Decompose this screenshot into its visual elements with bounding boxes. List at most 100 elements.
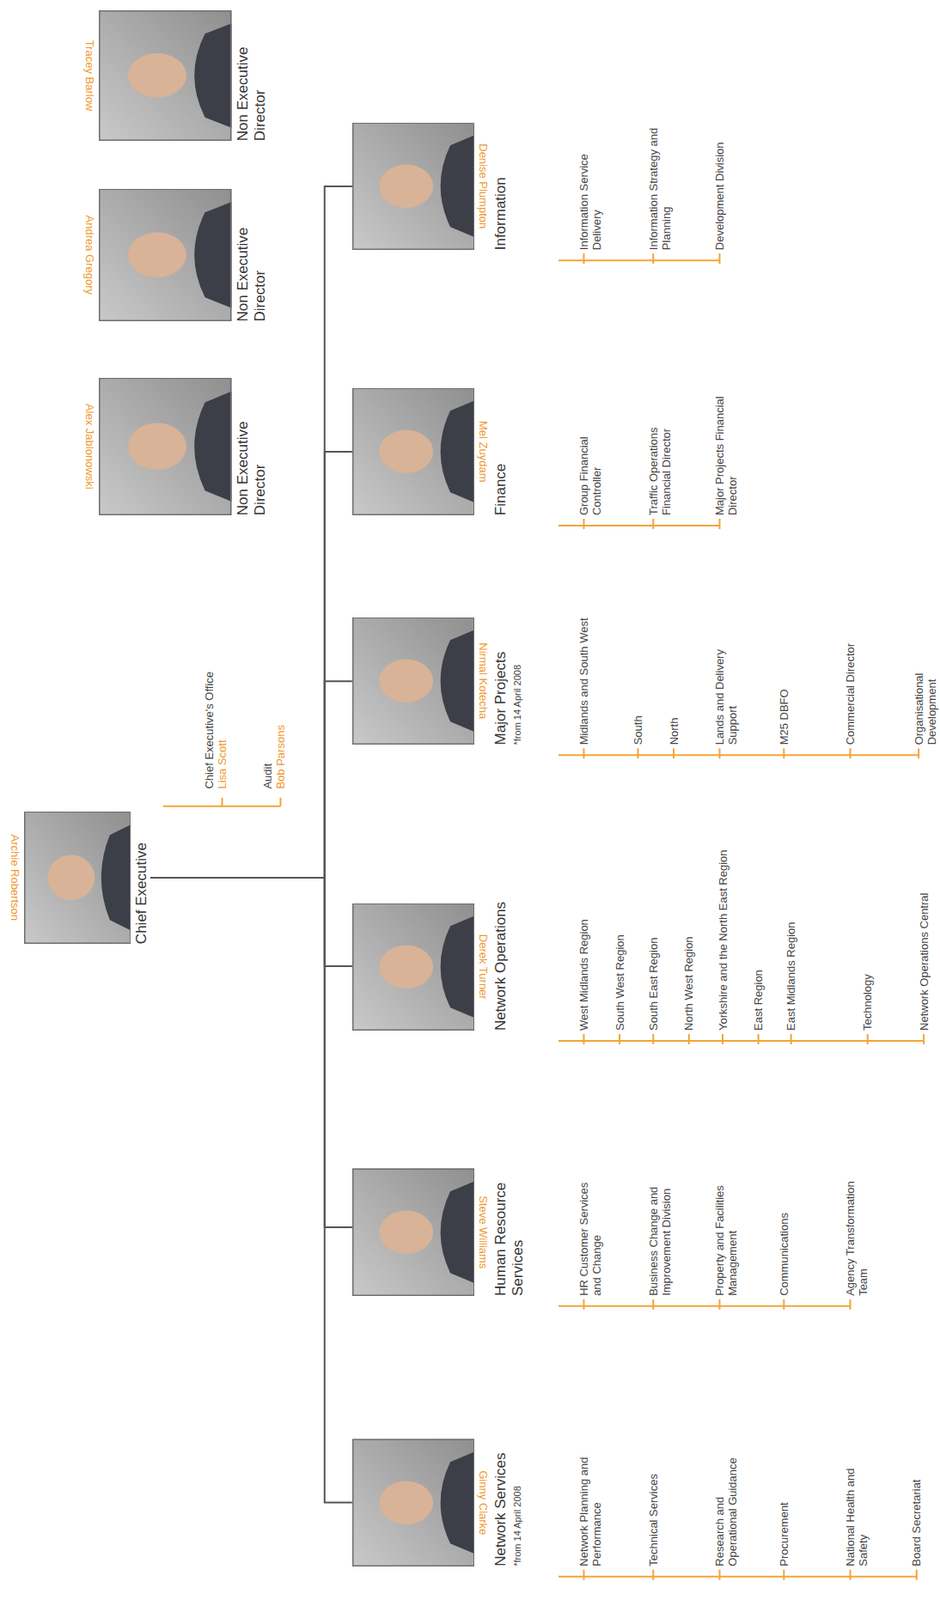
role-title: Information [492,177,510,251]
unit-name: Communications [777,1167,791,1297]
person-box: Ginny ClarkeNetwork Services*from 14 Apr… [352,1439,525,1568]
portrait-image [98,378,232,516]
reporting-line [150,878,353,967]
unit-name: National Health and Safety [843,1438,870,1568]
unit-name: Business Change and Improvement Division [647,1167,673,1297]
person-name: Denise Plumpton [476,122,490,251]
unit-name: HR Customer Services and Change [577,1167,604,1297]
portrait-photo [98,10,232,141]
unit-name: Major Projects Financial Director [713,386,739,516]
role-title: Human Resource Services [492,1159,527,1297]
comb-tick [582,1570,585,1581]
comb-tick [782,748,785,759]
comb-line [558,1040,924,1043]
comb-line [558,524,720,527]
person-box: Steve WilliamsHuman Resource Services [352,1159,528,1297]
comb-tick [582,253,585,264]
comb-tick [652,518,654,530]
portrait-photo [98,189,232,322]
person-name: Lisa Scott [215,739,229,789]
role-title: Network Operations [492,902,510,1032]
person-name: Alex Jablonowski [83,378,97,516]
reporting-line [150,681,353,879]
unit-name: Network Planning and Performance [577,1438,604,1568]
unit-name: Information Strategy and Planning [647,121,673,251]
portrait-photo [24,811,132,945]
comb-tick [849,748,852,759]
unit-name: Technical Services [647,1438,660,1568]
comb-tick [718,1300,721,1311]
office-name: Audit [261,763,275,790]
role-title: Non Executive Director [234,183,269,322]
bracket-tick [280,798,282,807]
unit-name: Development Division [713,121,727,251]
office-name: Chief Executive's Office [202,671,216,790]
role-title: Major Projects [492,652,510,746]
comb-line [558,754,919,757]
portrait-photo [352,1439,476,1568]
unit-name: North [667,616,681,745]
person-name: Steve Williams [476,1168,490,1297]
unit-name: East Midlands Region [784,922,798,1032]
unit-name: Organisational Development [912,616,939,745]
person-name: Derek Turner [476,903,490,1032]
comb-tick [849,1570,852,1581]
portrait-photo [98,378,232,516]
person-name: Andrea Gregory [83,189,97,322]
comb-tick [790,1034,793,1045]
person-box: Archie Robertson Chief Executive [8,811,152,945]
comb-tick [718,518,721,530]
comb-tick [582,748,585,759]
person-box: Andrea Gregory Non Executive Director [83,183,269,322]
portrait-image [352,903,476,1032]
person-box: Tracey BarlowNon Executive Director [83,3,269,141]
unit-name: M25 DBFO [777,616,791,745]
portrait-photo [352,388,476,517]
unit-name: Midlands and South West [577,616,591,745]
person-name: Ginny Clarke [476,1439,490,1568]
role-title: Finance [492,463,510,516]
comb-tick [688,1034,690,1045]
portrait-image [352,122,476,251]
comb-tick [866,1034,869,1045]
comb-tick [757,1034,760,1045]
date-note: *from 14 April 2008 [512,665,524,746]
reporting-line [150,451,353,879]
bracket-tick [221,798,224,807]
comb-tick [718,748,721,759]
role-title: Network Services [492,1453,510,1568]
comb-tick [849,1300,852,1311]
unit-name: Information Service Delivery [577,121,604,251]
comb-tick [718,253,721,264]
reporting-line [150,878,353,1228]
unit-name: South East Region [647,938,660,1032]
person-box: Mel ZuydamFinance [352,388,511,517]
person-box: Nirmal KotechaMajor Projects*from 14 Apr… [352,617,525,746]
person-name: Bob Parsons [274,725,287,789]
comb-tick [922,1034,925,1045]
person-name: Nirmal Kotecha [476,617,490,746]
unit-name: Research and Operational Guidance [713,1438,739,1568]
person-box: Alex Jablonowski Non Executive Director [83,378,269,516]
reporting-line [150,878,353,1504]
role-title: Chief Executive [133,842,151,945]
unit-name: Property and Facilities Management [713,1167,739,1297]
unit-name: Technology [860,974,874,1032]
unit-name: West Midlands Region [577,919,591,1032]
comb-tick [917,748,920,759]
comb-tick [782,1570,785,1581]
person-name: Mel Zuydam [476,388,490,517]
unit-name: Commercial Director [843,616,857,745]
role-title: Non Executive Director [234,378,269,516]
person-name: Archie Robertson [8,811,22,945]
portrait-image [24,811,132,945]
unit-name: North West Region [682,936,696,1032]
portrait-image [98,10,232,141]
portrait-image [98,189,232,322]
portrait-photo [352,903,476,1032]
unit-name: Traffic Operations Financial Director [647,386,673,516]
unit-name: Group Financial Controller [577,386,604,516]
comb-tick [672,748,675,759]
comb-tick [582,518,585,530]
